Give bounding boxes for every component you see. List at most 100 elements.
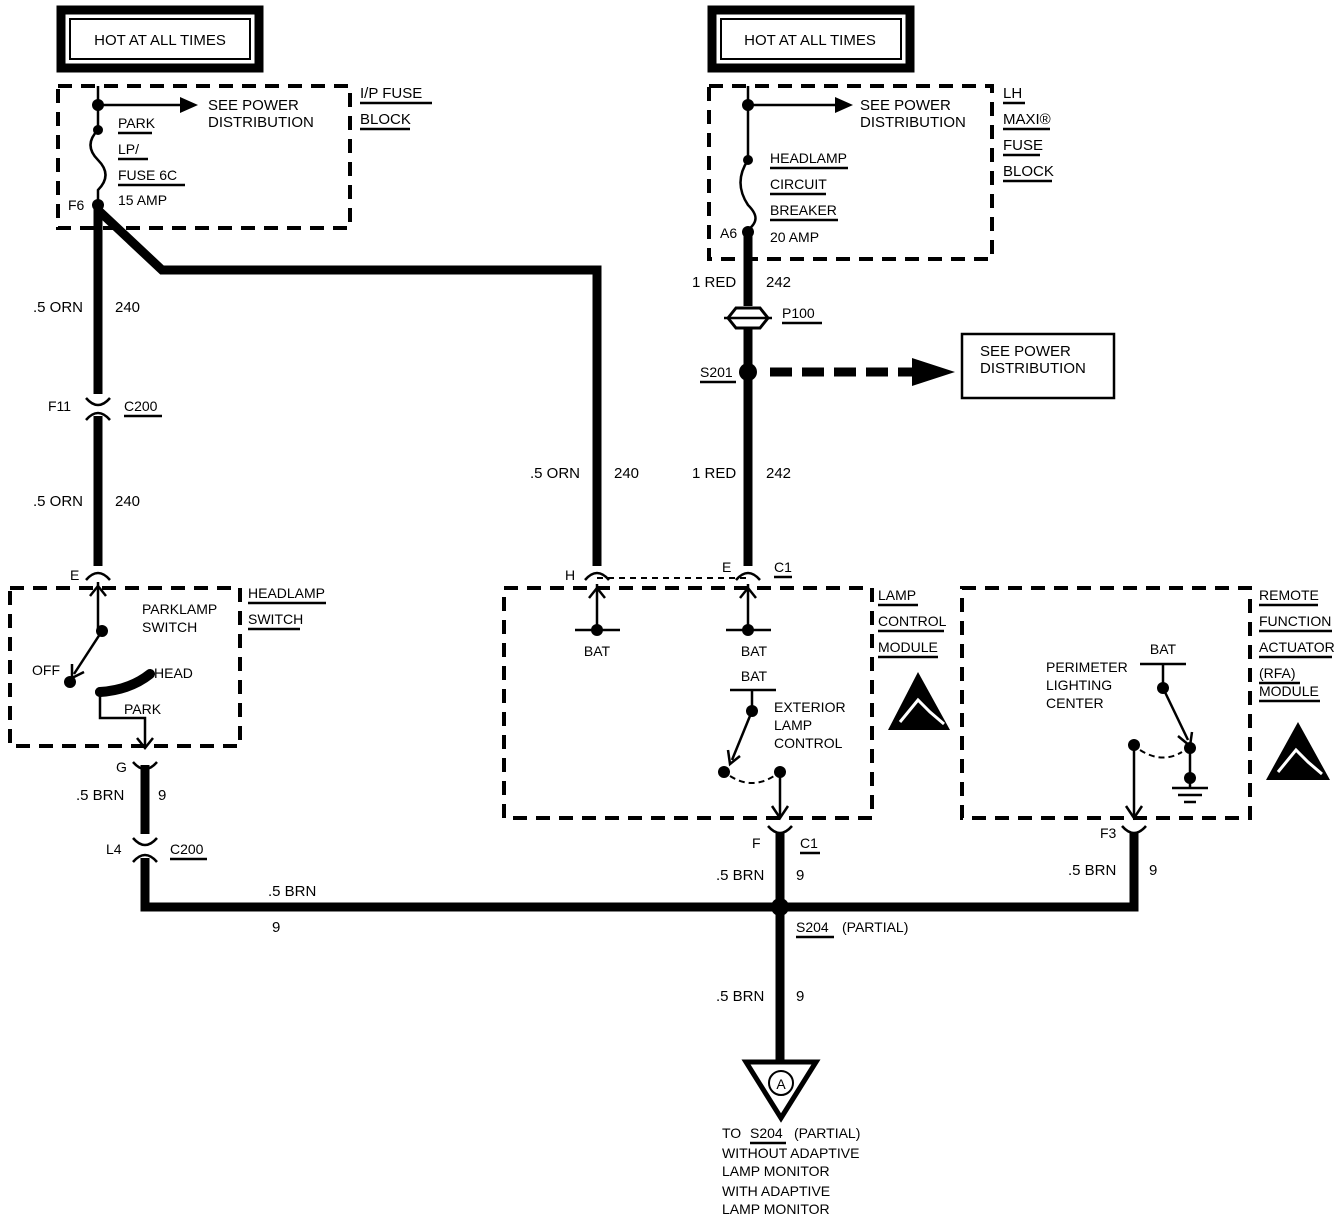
esd-warning-icon — [1266, 722, 1330, 780]
arrow-right-icon — [912, 358, 955, 386]
maxi-title-3: FUSE — [1003, 137, 1043, 154]
wire-gauge: .5 BRN — [268, 883, 316, 900]
hs-pin-g: G — [116, 759, 127, 775]
lcm-pin-f: F — [752, 835, 761, 851]
headlamp-switch: E PARKLAMP SWITCH OFF HEAD PARK HEADLAMP… — [8, 567, 326, 775]
lcm-pin-e: E — [722, 559, 731, 575]
wire-gauge: 1 RED — [692, 465, 736, 482]
c200-top-label: C200 — [124, 398, 158, 414]
ip-fuse-block-title-2: BLOCK — [360, 111, 411, 128]
switch-contact-icon — [95, 669, 155, 697]
s201-label: S201 — [700, 364, 733, 380]
wire-number: 9 — [272, 919, 280, 936]
wire-number: 9 — [796, 867, 804, 884]
circuit-breaker-icon — [739, 159, 757, 231]
s204-partial: (PARTIAL) — [842, 919, 908, 935]
switch-off: OFF — [32, 662, 60, 678]
offpage-line-5: LAMP MONITOR — [722, 1201, 830, 1217]
wire-number: 240 — [614, 465, 639, 482]
headlamp-switch-title-2: SWITCH — [248, 611, 303, 627]
s201-splice: S201 SEE POWER DISTRIBUTION — [700, 332, 1116, 400]
maxi-see-power-1: SEE POWER — [860, 97, 951, 114]
rfa-module: BAT PERIMETER LIGHTING CENTER REMOTE FUN… — [960, 586, 1335, 841]
p100-passthrough: P100 — [724, 305, 822, 330]
lcm-c1-top: C1 — [774, 559, 792, 575]
rfa-title-3: ACTUATOR — [1259, 639, 1335, 655]
wire-number: 240 — [115, 299, 140, 316]
lcm-c1-bottom: C1 — [800, 835, 818, 851]
offpage-line-2: WITHOUT ADAPTIVE — [722, 1145, 859, 1161]
parklamp-switch-1: PARKLAMP — [142, 601, 217, 617]
wire-number: 240 — [115, 493, 140, 510]
lamp-control-module: H E C1 BAT BAT BAT EXTERIOR LAMP CONTROL… — [502, 559, 950, 855]
offpage-connector-a: A TO S204 (PARTIAL) WITHOUT ADAPTIVE LAM… — [722, 1059, 860, 1217]
offpage-s204: S204 — [750, 1125, 783, 1141]
wire-gauge: .5 BRN — [716, 867, 764, 884]
c200-bottom-label: C200 — [170, 841, 204, 857]
wire-number: 9 — [796, 988, 804, 1005]
ip-pin-f6: F6 — [68, 197, 85, 213]
lcm-bat-2: BAT — [741, 643, 768, 659]
wire-gauge: .5 BRN — [1068, 862, 1116, 879]
ground-icon — [1172, 778, 1208, 804]
fuse-label-1: PARK — [118, 115, 156, 131]
fuse-icon — [89, 129, 107, 205]
maxi-fuse-block: SEE POWER DISTRIBUTION HEADLAMP CIRCUIT … — [707, 84, 1054, 261]
hs-pin-e: E — [70, 567, 79, 583]
c200-bottom-pin: L4 — [106, 841, 122, 857]
cb-label-1: HEADLAMP — [770, 150, 847, 166]
maxi-title-4: BLOCK — [1003, 163, 1054, 180]
wire-gauge: 1 RED — [692, 274, 736, 291]
fuse-label-3: FUSE 6C — [118, 167, 177, 183]
p100-label: P100 — [782, 305, 815, 321]
plc-label-1: PERIMETER — [1046, 659, 1128, 675]
rfa-title-1: REMOTE — [1259, 587, 1319, 603]
headlamp-switch-title-1: HEADLAMP — [248, 585, 325, 601]
wire-9 — [140, 765, 1139, 1062]
maxi-pin-a6: A6 — [720, 225, 737, 241]
rfa-title-5: MODULE — [1259, 683, 1319, 699]
offpage-letter: A — [776, 1076, 786, 1092]
rfa-pin-f3: F3 — [1100, 825, 1117, 841]
offpage-line-4: WITH ADAPTIVE — [722, 1183, 830, 1199]
c200-bottom-connector: L4 C200 — [106, 837, 207, 863]
parklamp-switch-2: SWITCH — [142, 619, 197, 635]
ext-lamp-control-1: EXTERIOR — [774, 699, 846, 715]
cb-label-4: 20 AMP — [770, 229, 819, 245]
hot-at-all-times-right: HOT AT ALL TIMES — [707, 5, 915, 73]
wire-number: 242 — [766, 465, 791, 482]
maxi-title-2: MAXI® — [1003, 111, 1051, 128]
offpage-line-3: LAMP MONITOR — [722, 1163, 830, 1179]
wire-gauge: .5 ORN — [33, 493, 83, 510]
ext-lamp-control-2: LAMP — [774, 717, 812, 733]
wire-gauge: .5 BRN — [76, 787, 124, 804]
c200-top-connector: F11 C200 — [48, 397, 162, 421]
wire-gauge: .5 ORN — [33, 299, 83, 316]
fuse-label-2: LP/ — [118, 141, 139, 157]
maxi-title-1: LH — [1003, 85, 1022, 102]
wire-number: 9 — [1149, 862, 1157, 879]
see-power-box-1: SEE POWER — [980, 343, 1071, 360]
fuse-label-4: 15 AMP — [118, 192, 167, 208]
lcm-bat-1: BAT — [584, 643, 611, 659]
see-power-box-2: DISTRIBUTION — [980, 360, 1086, 377]
lcm-title-2: CONTROL — [878, 613, 947, 629]
s204-splice: S204 (PARTIAL) — [771, 898, 908, 939]
cb-label-2: CIRCUIT — [770, 176, 827, 192]
wire-240-right — [94, 206, 602, 566]
ip-fuse-block-title-1: I/P FUSE — [360, 85, 422, 102]
ext-lamp-control-3: CONTROL — [774, 735, 843, 751]
hot-label-right: HOT AT ALL TIMES — [744, 32, 876, 49]
rfa-title-2: FUNCTION — [1259, 613, 1331, 629]
hot-at-all-times-left: HOT AT ALL TIMES — [56, 5, 264, 73]
offpage-partial: (PARTIAL) — [794, 1125, 860, 1141]
plc-label-3: CENTER — [1046, 695, 1104, 711]
cb-label-3: BREAKER — [770, 202, 837, 218]
lcm-title-3: MODULE — [878, 639, 938, 655]
lcm-bat-3: BAT — [741, 668, 768, 684]
wire-gauge: .5 BRN — [716, 988, 764, 1005]
arrow-right-icon — [180, 97, 198, 113]
ip-fuse-block: SEE POWER DISTRIBUTION PARK LP/ FUSE 6C … — [56, 84, 432, 230]
maxi-see-power-2: DISTRIBUTION — [860, 114, 966, 131]
